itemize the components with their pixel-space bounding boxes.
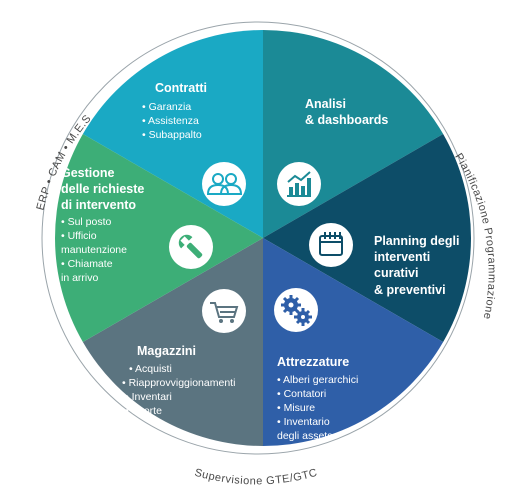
wrench-icon [169, 225, 213, 269]
segment-planning [263, 134, 471, 342]
segment-attrezzature-text: Attrezzature • Alberi gerarchici • Conta… [277, 355, 358, 442]
planning-title-2: interventi [374, 250, 430, 264]
gestione-item-3: manutenzione [61, 244, 127, 256]
gestione-item-2: • Ufficio [61, 230, 97, 242]
magazzini-item-3: • Inventari [125, 391, 172, 403]
outer-ring [41, 21, 475, 455]
magazzini-item-2: • Riapprovviggionamenti [122, 377, 235, 389]
contratti-item-1: • Garanzia [142, 101, 191, 113]
ring-label-bottom-text: Supervisione GTE/GTC [193, 467, 318, 488]
segment-magazzini-text: Magazzini • Acquisti • Riapprovviggionam… [122, 344, 235, 417]
attrezzature-item-2: • Contatori [277, 388, 326, 400]
analisi-title-2: & dashboards [305, 113, 388, 127]
gestione-item-4: • Chiamate [61, 258, 113, 270]
attrezzature-item-5: degli assets [277, 430, 332, 442]
contratti-item-3: • Subappalto [142, 129, 202, 141]
segment-analisi-text: Analisi & dashboards [305, 97, 388, 127]
magazzini-title: Magazzini [137, 344, 196, 358]
segment-planning-text: Planning degli interventi curativi & pre… [374, 234, 459, 297]
attrezzature-title: Attrezzature [277, 355, 349, 369]
magazzini-item-1: • Acquisti [129, 363, 172, 375]
calendar-icon [309, 223, 353, 267]
segment-attrezzature [263, 238, 444, 446]
gestione-title-3: di intervento [61, 198, 136, 212]
segment-gestione [55, 134, 264, 342]
segment-contratti-text: Contratti • Garanzia • Assistenza • Suba… [142, 81, 207, 141]
people-icon [202, 162, 246, 206]
chart-icon [277, 162, 321, 206]
gestione-title-2: delle richieste [61, 182, 144, 196]
attrezzature-item-4: • Inventario [277, 416, 330, 428]
analisi-title-1: Analisi [305, 97, 346, 111]
gestione-item-5: in arrivo [61, 272, 99, 284]
magazzini-item-4: • Scorte [125, 405, 162, 417]
contratti-title: Contratti [155, 81, 207, 95]
contratti-item-2: • Assistenza [142, 115, 199, 127]
attrezzature-item-1: • Alberi gerarchici [277, 374, 358, 386]
cart-icon [202, 289, 246, 333]
ring-label-bottom: Supervisione GTE/GTC [193, 467, 319, 488]
planning-title-3: curativi [374, 266, 418, 280]
attrezzature-item-3: • Misure [277, 402, 315, 414]
gestione-item-1: • Sul posto [61, 216, 112, 228]
planning-title-1: Planning degli [374, 234, 459, 248]
gestione-title-1: Gestione [61, 166, 115, 180]
segment-gestione-text: Gestione delle richieste di intervento •… [61, 166, 144, 284]
planning-title-4: & preventivi [374, 283, 446, 297]
gears-icon [274, 288, 318, 332]
